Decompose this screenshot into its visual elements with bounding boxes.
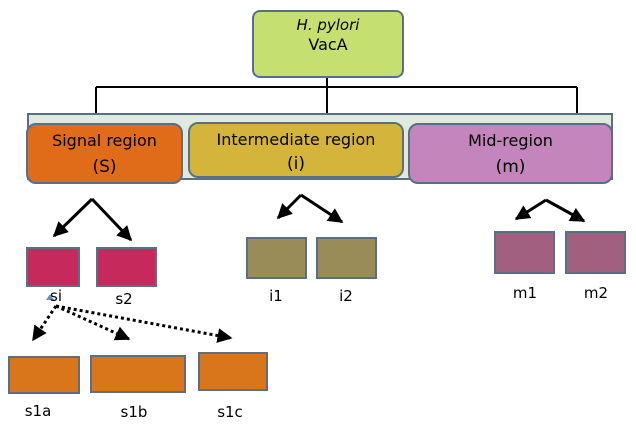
organism-name: H. pylori bbox=[296, 16, 360, 34]
i2-box bbox=[316, 237, 377, 279]
s2-label: s2 bbox=[115, 290, 133, 308]
mid-region-box: Mid-region (m) bbox=[408, 123, 613, 184]
region-split-arrows bbox=[52, 193, 586, 242]
m1-box bbox=[494, 231, 555, 274]
signal-region-box: Signal region (S) bbox=[26, 123, 183, 184]
s1a-label: s1a bbox=[24, 402, 52, 420]
toxin-name: VacA bbox=[308, 35, 348, 54]
s1c-box bbox=[198, 352, 268, 391]
toxin-box: H. pylori VacA bbox=[252, 10, 404, 78]
s1-label: si bbox=[50, 287, 62, 305]
region-name: Intermediate region bbox=[216, 130, 376, 149]
s2-box bbox=[96, 247, 157, 287]
region-name: Signal region bbox=[52, 131, 157, 150]
s1b-label: s1b bbox=[120, 403, 148, 421]
region-abbr: (S) bbox=[92, 157, 117, 177]
i1-label: i1 bbox=[269, 287, 283, 305]
s1-marker-icon bbox=[46, 294, 54, 300]
region-abbr: (m) bbox=[495, 157, 526, 177]
i1-box bbox=[246, 237, 307, 279]
s1b-box bbox=[90, 355, 186, 393]
m1-label: m1 bbox=[512, 284, 538, 302]
region-abbr: (i) bbox=[287, 154, 305, 174]
m2-label: m2 bbox=[583, 284, 609, 302]
region-name: Mid-region bbox=[468, 131, 553, 150]
s1-box bbox=[26, 247, 80, 287]
s1a-box bbox=[8, 356, 80, 394]
s1-subtype-arrows bbox=[31, 304, 233, 343]
s1c-label: s1c bbox=[217, 403, 243, 421]
i2-label: i2 bbox=[339, 287, 353, 305]
intermediate-region-box: Intermediate region (i) bbox=[188, 122, 404, 178]
m2-box bbox=[565, 231, 626, 274]
